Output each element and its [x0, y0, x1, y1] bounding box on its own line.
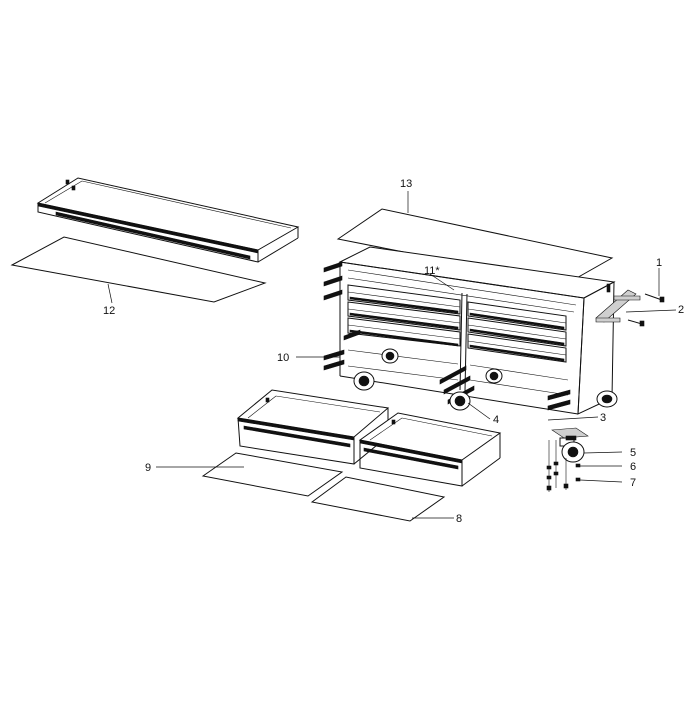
callout-4: 4 — [493, 414, 499, 426]
callout-labels: 13 11* 1 2 12 10 4 3 5 6 7 9 8 — [103, 178, 684, 525]
lower-drawer-right — [358, 412, 502, 487]
leader-lines — [107, 191, 677, 519]
top-tray — [36, 177, 300, 263]
callout-13: 13 — [400, 178, 412, 190]
callout-10: 10 — [277, 352, 289, 364]
drawer-slides-left — [323, 261, 361, 371]
callout-9: 9 — [145, 462, 151, 474]
side-handle-2 — [595, 289, 641, 323]
bolts-1 — [627, 293, 665, 327]
lower-drawer-left — [236, 389, 390, 465]
callout-8: 8 — [456, 513, 462, 525]
callout-2: 2 — [678, 304, 684, 316]
callout-12: 12 — [103, 305, 115, 317]
caster-5 — [551, 427, 589, 463]
callout-5: 5 — [630, 447, 636, 459]
callout-6: 6 — [630, 461, 636, 473]
callout-3: 3 — [600, 412, 606, 424]
liner-12 — [10, 236, 267, 303]
bolt-set-6-7 — [546, 440, 581, 492]
liner-9 — [201, 452, 344, 497]
drawer-slides-right — [547, 389, 571, 411]
liner-8 — [310, 476, 446, 522]
cabinet-body — [338, 246, 616, 415]
callout-11: 11* — [424, 265, 440, 277]
caster-wheels — [353, 348, 618, 411]
callout-7: 7 — [630, 477, 636, 489]
callout-1: 1 — [656, 257, 662, 269]
